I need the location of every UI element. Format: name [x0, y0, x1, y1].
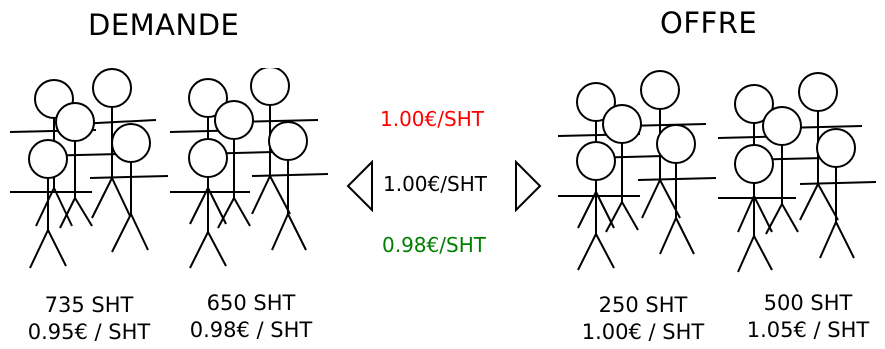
left-triangle-arrow-icon: [346, 160, 373, 212]
supply-group-2-quantity: 500 SHT: [763, 291, 853, 315]
demand-group-2-caption: 650 SHT 0.98€ / SHT: [176, 290, 326, 344]
supply-group-2-caption: 500 SHT 1.05€ / SHT: [733, 290, 883, 344]
demand-group-1-price: 0.95€ / SHT: [27, 320, 151, 344]
supply-title: OFFRE: [660, 6, 758, 40]
supply-group-1-quantity: 250 SHT: [598, 293, 688, 317]
stick-figures-icon: [557, 70, 717, 271]
right-triangle-arrow-icon: [515, 160, 542, 212]
stick-figures-icon: [169, 68, 329, 269]
demand-group-1-caption: 735 SHT 0.95€ / SHT: [14, 292, 164, 346]
stick-figures-icon: [9, 68, 168, 269]
price-bottom: 0.98€/SHT: [382, 233, 486, 257]
price-middle: 1.00€/SHT: [383, 172, 487, 196]
supply-group-2-price: 1.05€ / SHT: [746, 318, 870, 342]
demand-group-1-quantity: 735 SHT: [44, 293, 134, 317]
supply-group-1-caption: 250 SHT 1.00€ / SHT: [568, 292, 718, 346]
price-top: 1.00€/SHT: [380, 107, 484, 131]
demand-group-2-price: 0.98€ / SHT: [189, 318, 313, 342]
demand-title: DEMANDE: [88, 8, 240, 42]
supply-group-1-price: 1.00€ / SHT: [581, 320, 705, 344]
demand-group-2-quantity: 650 SHT: [206, 291, 296, 315]
stick-figures-icon: [717, 72, 877, 273]
